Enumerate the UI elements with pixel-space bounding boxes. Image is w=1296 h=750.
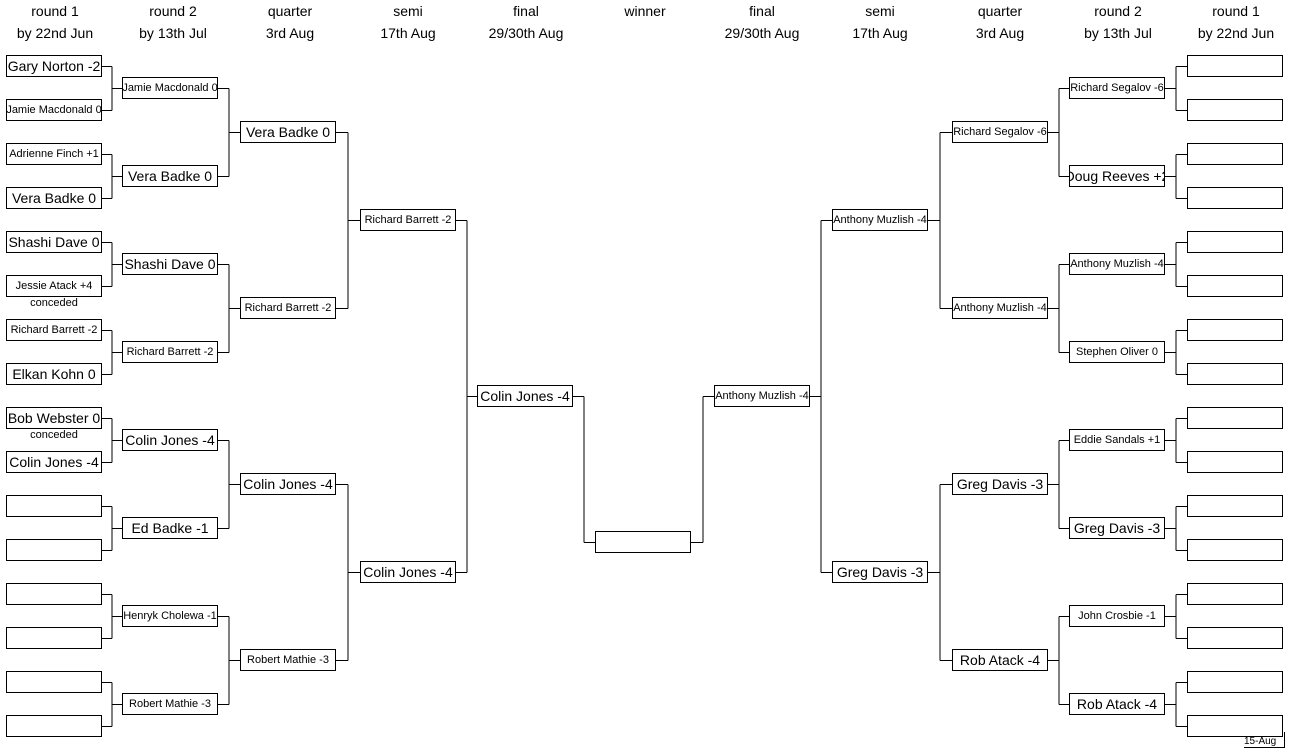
right-round1-entry[interactable]	[1187, 539, 1283, 561]
round-header-l-r2: round 2	[149, 3, 197, 19]
left-quarter-entry[interactable]: Colin Jones -4	[240, 473, 336, 495]
right-semi-entry[interactable]: Anthony Muzlish -4	[832, 209, 928, 231]
round-date-l-r2: by 13th Jul	[139, 25, 207, 41]
right-round2-entry[interactable]: Doug Reeves +2	[1069, 165, 1165, 187]
left-round1-entry[interactable]: Bob Webster 0	[6, 407, 102, 429]
left-round1-entry[interactable]	[6, 495, 102, 517]
right-round1-entry[interactable]	[1187, 671, 1283, 693]
left-semi-entry[interactable]: Richard Barrett -2	[360, 209, 456, 231]
round-date-r-qf: 3rd Aug	[975, 25, 1025, 41]
right-quarter-entry[interactable]: Anthony Muzlish -4	[952, 297, 1048, 319]
left-round1-entry[interactable]: Gary Norton -2	[6, 55, 102, 77]
round-date-r-r1: by 22nd Jun	[1197, 25, 1275, 41]
left-round2-entry[interactable]: Jamie Macdonald 0	[122, 77, 218, 99]
right-final-entry[interactable]: Anthony Muzlish -4	[714, 385, 810, 407]
left-quarter-entry[interactable]: Richard Barrett -2	[240, 297, 336, 319]
round-date-l-sf: 17th Aug	[380, 25, 436, 41]
left-round1-entry[interactable]: Vera Badke 0	[6, 187, 102, 209]
right-round1-entry[interactable]	[1187, 143, 1283, 165]
round-header-l-f: final	[513, 3, 539, 19]
left-quarter-entry[interactable]: Vera Badke 0	[240, 121, 336, 143]
left-round1-entry[interactable]: Richard Barrett -2	[6, 319, 102, 341]
left-round2-entry[interactable]: Ed Badke -1	[122, 517, 218, 539]
right-round1-entry[interactable]	[1187, 319, 1283, 341]
right-round2-entry[interactable]: Richard Segalov -6	[1069, 77, 1165, 99]
left-round2-entry[interactable]: Shashi Dave 0	[122, 253, 218, 275]
right-round2-entry[interactable]: Greg Davis -3	[1069, 517, 1165, 539]
left-round1-entry[interactable]	[6, 627, 102, 649]
round-header-winner: winner	[624, 3, 666, 19]
round-header-r-f: final	[749, 3, 775, 19]
date-stamp: 15-Aug	[1244, 736, 1277, 747]
right-round1-entry[interactable]	[1187, 407, 1283, 429]
round-header-r-qf: quarter	[977, 3, 1023, 19]
right-round1-entry[interactable]	[1187, 99, 1283, 121]
round-header-r-r2: round 2	[1094, 3, 1142, 19]
right-semi-entry[interactable]: Greg Davis -3	[832, 561, 928, 583]
right-round1-entry[interactable]	[1187, 275, 1283, 297]
left-round1-entry[interactable]	[6, 715, 102, 737]
round-header-l-sf: semi	[393, 3, 423, 19]
right-quarter-entry[interactable]: Rob Atack -4	[952, 649, 1048, 671]
right-round1-entry[interactable]	[1187, 627, 1283, 649]
right-round2-entry[interactable]: Stephen Oliver 0	[1069, 341, 1165, 363]
round-date-r-f: 29/30th Aug	[724, 25, 800, 41]
round-date-l-qf: 3rd Aug	[265, 25, 315, 41]
left-round1-entry[interactable]: Jessie Atack +4	[6, 275, 102, 297]
conceded-note: conceded	[30, 429, 78, 441]
left-round1-entry[interactable]	[6, 583, 102, 605]
right-quarter-entry[interactable]: Richard Segalov -6	[952, 121, 1048, 143]
right-round2-entry[interactable]: John Crosbie -1	[1069, 605, 1165, 627]
right-round1-entry[interactable]	[1187, 495, 1283, 517]
left-round2-entry[interactable]: Robert Mathie -3	[122, 693, 218, 715]
left-round1-entry[interactable]: Elkan Kohn 0	[6, 363, 102, 385]
right-quarter-entry[interactable]: Greg Davis -3	[952, 473, 1048, 495]
left-round2-entry[interactable]: Henryk Cholewa -1	[122, 605, 218, 627]
left-round1-entry[interactable]: Colin Jones -4	[6, 451, 102, 473]
round-header-l-r1: round 1	[31, 3, 79, 19]
conceded-note: conceded	[30, 297, 78, 309]
right-round1-entry[interactable]	[1187, 583, 1283, 605]
stamp-border	[1284, 732, 1285, 748]
left-round1-entry[interactable]	[6, 539, 102, 561]
right-round2-entry[interactable]: Rob Atack -4	[1069, 693, 1165, 715]
right-round1-entry[interactable]	[1187, 363, 1283, 385]
left-round1-entry[interactable]: Adrienne Finch +1	[6, 143, 102, 165]
left-round2-entry[interactable]: Colin Jones -4	[122, 429, 218, 451]
round-date-l-f: 29/30th Aug	[488, 25, 564, 41]
right-round1-entry[interactable]	[1187, 231, 1283, 253]
left-round1-entry[interactable]	[6, 671, 102, 693]
right-round1-entry[interactable]	[1187, 187, 1283, 209]
left-quarter-entry[interactable]: Robert Mathie -3	[240, 649, 336, 671]
right-round2-entry[interactable]: Anthony Muzlish -4	[1069, 253, 1165, 275]
left-round2-entry[interactable]: Richard Barrett -2	[122, 341, 218, 363]
round-date-r-r2: by 13th Jul	[1084, 25, 1152, 41]
right-round1-entry[interactable]	[1187, 55, 1283, 77]
right-round1-entry[interactable]	[1187, 715, 1283, 737]
round-date-l-r1: by 22nd Jun	[16, 25, 94, 41]
winner-entry[interactable]	[595, 531, 691, 553]
stamp-border	[1244, 747, 1285, 748]
round-header-r-sf: semi	[865, 3, 895, 19]
round-header-l-qf: quarter	[267, 3, 313, 19]
left-semi-entry[interactable]: Colin Jones -4	[360, 561, 456, 583]
left-final-entry[interactable]: Colin Jones -4	[477, 385, 573, 407]
round-header-r-r1: round 1	[1212, 3, 1260, 19]
left-round1-entry[interactable]: Jamie Macdonald 0	[6, 99, 102, 121]
left-round1-entry[interactable]: Shashi Dave 0	[6, 231, 102, 253]
right-round2-entry[interactable]: Eddie Sandals +1	[1069, 429, 1165, 451]
left-round2-entry[interactable]: Vera Badke 0	[122, 165, 218, 187]
round-date-r-sf: 17th Aug	[852, 25, 908, 41]
right-round1-entry[interactable]	[1187, 451, 1283, 473]
